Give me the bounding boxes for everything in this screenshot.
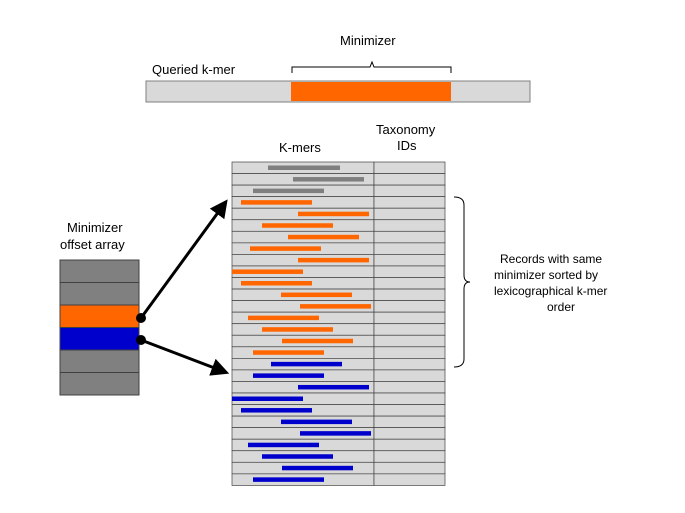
offset-cell-gray bbox=[59, 349, 140, 373]
taxonomy-cell bbox=[373, 369, 446, 382]
taxonomy-header-line2: IDs bbox=[397, 138, 417, 153]
records-brace bbox=[453, 196, 471, 368]
taxonomy-cell bbox=[373, 288, 446, 301]
arrow-to-blue-records bbox=[140, 338, 230, 376]
taxonomy-cell bbox=[373, 392, 446, 405]
taxonomy-cell bbox=[373, 207, 446, 221]
taxonomy-cell bbox=[373, 265, 446, 278]
taxonomy-cell bbox=[373, 196, 446, 209]
orange-kmer-bar bbox=[262, 223, 333, 228]
taxonomy-cell bbox=[373, 346, 446, 359]
orange-kmer-bar bbox=[250, 246, 321, 251]
orange-kmer-bar bbox=[281, 292, 352, 298]
taxonomy-cell bbox=[373, 450, 446, 463]
blue-kmer-bar bbox=[253, 373, 324, 378]
taxonomy-cell bbox=[373, 415, 446, 429]
blue-kmer-bar bbox=[271, 361, 342, 367]
taxonomy-cell bbox=[373, 277, 446, 290]
orange-kmer-bar bbox=[298, 211, 369, 217]
gray-kmer-bar bbox=[253, 188, 324, 194]
blue-kmer-bar bbox=[262, 454, 333, 459]
blue-kmer-bar bbox=[300, 431, 371, 436]
taxonomy-cell bbox=[373, 254, 446, 267]
taxonomy-cell bbox=[373, 438, 446, 452]
orange-kmer-bar bbox=[253, 350, 324, 355]
records-note-line1: Records with same bbox=[500, 252, 603, 266]
offset-cell-orange bbox=[59, 304, 140, 328]
blue-kmer-bar bbox=[282, 465, 353, 471]
taxonomy-cell bbox=[373, 230, 446, 244]
taxonomy-cell bbox=[373, 334, 446, 348]
queried-minimizer-segment bbox=[291, 82, 451, 101]
arrow-origin-orange bbox=[136, 313, 146, 323]
orange-kmer-bar bbox=[298, 257, 369, 263]
orange-kmer-bar bbox=[282, 338, 353, 344]
minimizer-offset-array bbox=[59, 259, 140, 396]
taxonomy-cell bbox=[373, 219, 446, 232]
taxonomy-cell bbox=[373, 184, 446, 198]
blue-kmer-bar bbox=[232, 396, 303, 401]
orange-kmer-bar bbox=[300, 304, 371, 309]
blue-kmer-bar bbox=[241, 408, 312, 413]
taxonomy-cell bbox=[373, 381, 446, 394]
taxonomy-cell bbox=[373, 473, 446, 486]
taxonomy-cell bbox=[373, 311, 446, 325]
orange-kmer-bar bbox=[241, 281, 312, 286]
queried-kmer-label: Queried k-mer bbox=[152, 62, 236, 77]
blue-kmer-bar bbox=[253, 477, 324, 482]
taxonomy-cell bbox=[373, 242, 446, 255]
gray-kmer-bar bbox=[293, 177, 364, 182]
gray-kmer-bar bbox=[268, 165, 340, 170]
taxonomy-cell bbox=[373, 173, 446, 186]
taxonomy-cell bbox=[373, 404, 446, 417]
taxonomy-cell bbox=[373, 427, 446, 440]
orange-kmer-bar bbox=[248, 315, 319, 321]
orange-kmer-bar bbox=[232, 269, 303, 274]
blue-kmer-bar bbox=[281, 419, 352, 425]
offset-array-label-line1: Minimizer bbox=[67, 220, 123, 235]
arrow-origin-blue bbox=[136, 335, 146, 345]
kmers-column-header: K-mers bbox=[279, 140, 321, 155]
offset-cell-gray bbox=[59, 282, 140, 306]
taxonomy-cell bbox=[373, 323, 446, 336]
minimizer-brace bbox=[291, 60, 452, 73]
offset-cell-blue bbox=[59, 327, 140, 351]
offset-array-label-line2: offset array bbox=[60, 237, 125, 252]
orange-kmer-bar bbox=[241, 200, 312, 205]
orange-kmer-bar bbox=[262, 327, 333, 332]
orange-kmer-bar bbox=[288, 234, 359, 240]
minimizer-label: Minimizer bbox=[340, 33, 396, 48]
records-note-line4: order bbox=[547, 300, 576, 314]
records-note-line2: minimizer sorted by bbox=[494, 268, 599, 282]
taxonomy-header-line1: Taxonomy bbox=[376, 122, 436, 137]
kmer-table bbox=[231, 161, 446, 486]
records-note-line3: lexicographical k-mer bbox=[494, 284, 608, 298]
blue-kmer-bar bbox=[298, 384, 369, 390]
taxonomy-cell bbox=[373, 461, 446, 475]
taxonomy-cell bbox=[373, 300, 446, 313]
blue-kmer-bar bbox=[248, 442, 319, 448]
offset-cell-gray bbox=[59, 372, 140, 396]
taxonomy-cell bbox=[373, 358, 446, 371]
arrow-to-orange-records bbox=[139, 199, 228, 319]
taxonomy-cell bbox=[373, 161, 446, 174]
offset-cell-gray bbox=[59, 259, 140, 283]
